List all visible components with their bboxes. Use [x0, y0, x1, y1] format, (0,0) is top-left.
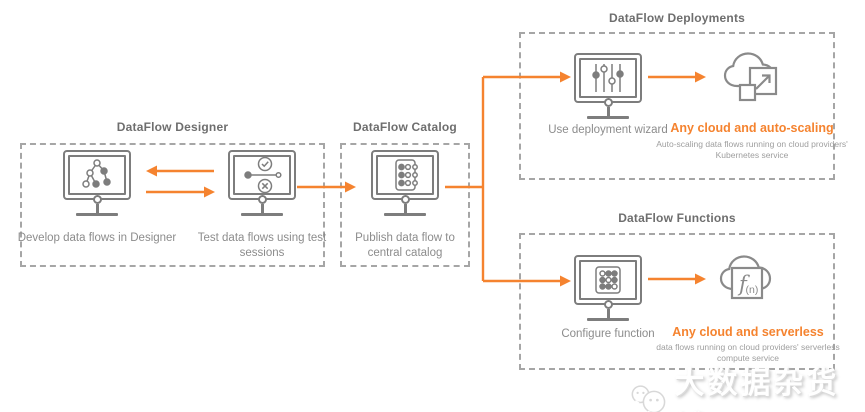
configure-function-monitor	[574, 255, 642, 321]
scale-arrow-icon	[755, 74, 771, 90]
catalog-monitor	[371, 150, 439, 216]
watermark: 大数据杂货铺	[628, 358, 865, 412]
monitor-dot	[400, 195, 410, 204]
catalog-section-title: DataFlow Catalog	[353, 120, 457, 134]
function-grid-icon	[595, 266, 621, 294]
serverless-subtext: data flows running on cloud providers' s…	[656, 342, 840, 364]
designer-section-title: DataFlow Designer	[116, 120, 229, 134]
monitor-stand	[95, 204, 99, 213]
configure-caption: Configure function	[561, 328, 655, 340]
wizard-caption: Use deployment wizard	[548, 124, 668, 136]
serverless-heading: Any cloud and serverless	[672, 325, 824, 339]
monitor-base	[76, 213, 118, 216]
monitor-base	[587, 318, 629, 321]
develop-caption: Develop data flows in Designer	[17, 232, 177, 244]
autoscaling-subtext: Auto-scaling data flows running on cloud…	[656, 139, 848, 161]
monitor-stand	[260, 204, 264, 213]
designer-section-box	[20, 143, 325, 267]
monitor-stand	[403, 204, 407, 213]
monitor-dot	[603, 300, 613, 309]
fn-label-f: f	[737, 272, 750, 296]
catalog-grid-icon	[395, 159, 418, 191]
catalog-section-box	[340, 143, 470, 267]
monitor-stand	[606, 309, 610, 318]
watermark-text: 大数据杂货铺	[674, 367, 840, 412]
wechat-icon	[631, 385, 666, 412]
deployments-section-title: DataFlow Deployments	[608, 11, 746, 25]
monitor-base	[587, 116, 629, 119]
sliders-icon	[592, 64, 624, 92]
functions-section-title: DataFlow Functions	[618, 211, 736, 225]
fn-label-sub: (n)	[746, 284, 759, 296]
publish-caption: Publish data flow to central catalog	[355, 232, 455, 259]
test-sessions-icon	[244, 157, 282, 193]
test-caption: Test data flows using test sessions	[197, 232, 327, 259]
flow-tree-icon	[82, 159, 111, 188]
monitor-dot	[603, 98, 613, 107]
autoscale-cloud-icon	[723, 52, 778, 102]
monitor-dot	[257, 195, 267, 204]
test-monitor	[228, 150, 296, 216]
functions-section-box	[519, 233, 835, 370]
deployments-section-box	[519, 32, 835, 180]
develop-monitor	[63, 150, 131, 216]
deployment-wizard-monitor	[574, 53, 642, 119]
function-cloud-icon: f (n)	[719, 255, 772, 300]
monitor-base	[384, 213, 426, 216]
monitor-dot	[92, 195, 102, 204]
monitor-stand	[606, 107, 610, 116]
autoscaling-heading: Any cloud and auto-scaling	[670, 121, 834, 135]
monitor-base	[241, 213, 283, 216]
